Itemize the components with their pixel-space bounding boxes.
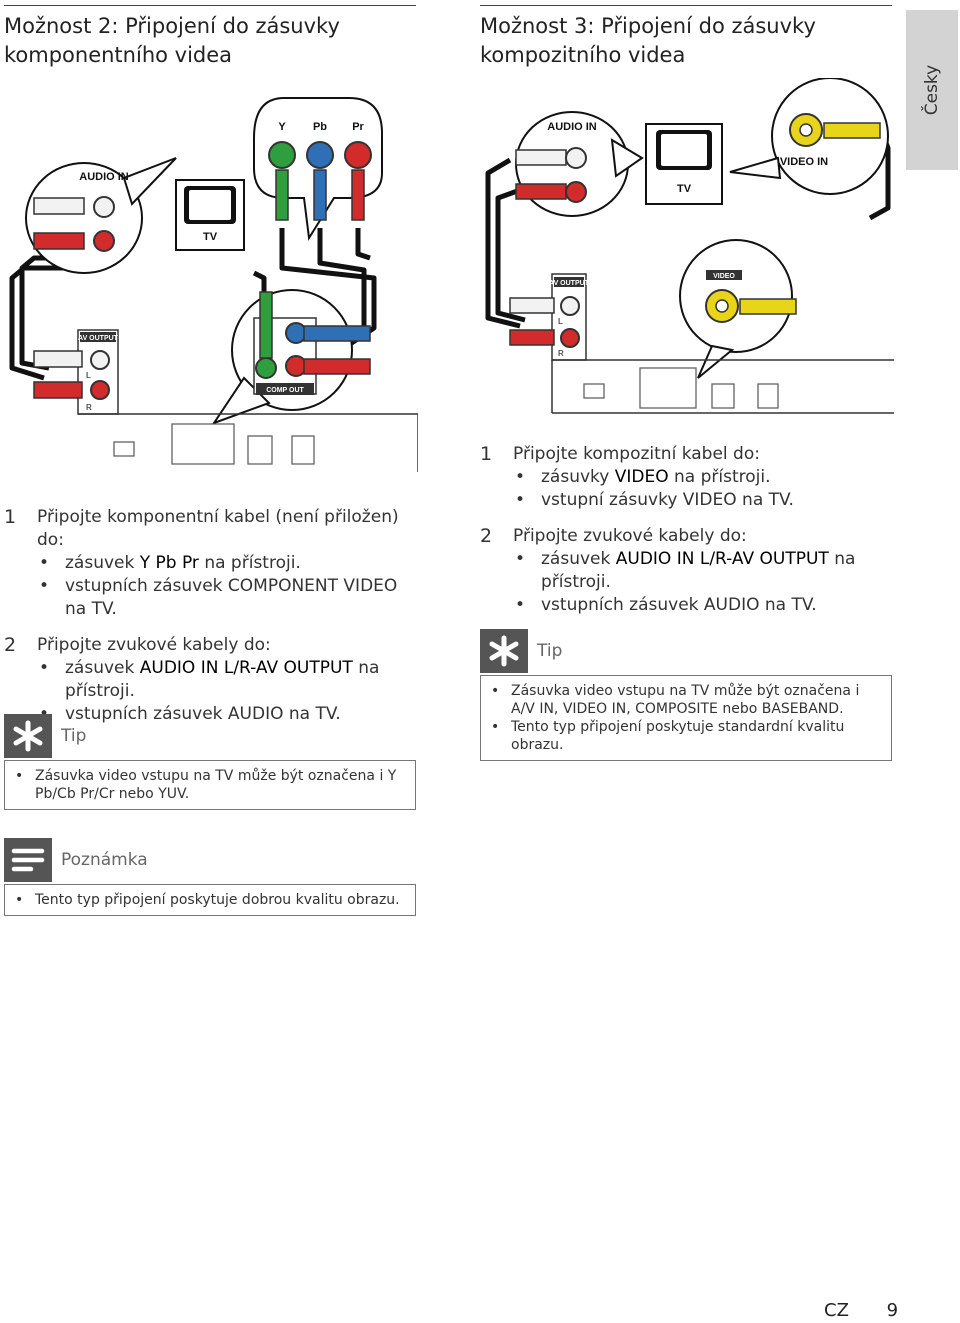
r-label: R: [86, 403, 92, 412]
note-lines-icon: [4, 838, 52, 882]
note-item: Tento typ připojení poskytuje dobrou kva…: [13, 891, 405, 909]
composite-video-diagram: AUDIO IN TV VIDEO IN AV OUTPUT L R: [485, 78, 894, 414]
pr-label: Pr: [352, 121, 364, 133]
left-steps: 1 Připojte komponentní kabel (není přilo…: [4, 506, 416, 739]
page-footer: CZ 9: [824, 1300, 898, 1321]
step: 1 Připojte komponentní kabel (není přilo…: [4, 506, 416, 621]
tv-icon: TV: [175, 179, 245, 251]
asterisk-icon: [4, 714, 52, 758]
step-bullet: vstupních zásuvek AUDIO na TV.: [513, 594, 892, 617]
step-text: Připojte zvukové kabely do:: [37, 635, 271, 655]
tip-body: Zásuvka video vstupu na TV může být ozna…: [4, 760, 416, 810]
step: 1 Připojte kompozitní kabel do: zásuvky …: [480, 443, 892, 512]
tv-label: TV: [203, 231, 218, 243]
language-code: CZ: [824, 1300, 849, 1321]
step: 2 Připojte zvukové kabely do: zásuvek AU…: [480, 525, 892, 617]
step-bullet: zásuvek AUDIO IN L/R-AV OUTPUT na přístr…: [513, 548, 892, 594]
tip-item: Tento typ připojení poskytuje standardní…: [489, 718, 881, 754]
right-steps: 1 Připojte kompozitní kabel do: zásuvky …: [480, 443, 892, 630]
section-composite-video: Možnost 3: Připojení do zásuvky kompozit…: [480, 0, 892, 70]
audio-in-label: AUDIO IN: [79, 171, 129, 183]
tip-label: Tip: [537, 641, 563, 661]
component-bubble: Y Pb Pr: [253, 97, 383, 241]
step-number: 2: [480, 525, 493, 547]
page-number: 9: [886, 1300, 899, 1321]
tv-label: TV: [677, 183, 692, 195]
step-number: 2: [4, 634, 17, 656]
section-rule: [480, 5, 892, 6]
step-number: 1: [4, 506, 17, 528]
av-output-panel: AV OUTPUT L R: [509, 273, 590, 361]
step-text: Připojte kompozitní kabel do:: [513, 444, 760, 464]
tip-label: Tip: [61, 726, 87, 746]
section-component-video: Možnost 2: Připojení do zásuvky komponen…: [4, 0, 416, 70]
av-output-panel: AV OUTPUT L R: [33, 329, 119, 415]
video-in-bubble: VIDEO IN: [729, 78, 889, 195]
step-bullet: zásuvek AUDIO IN L/R-AV OUTPUT na přístr…: [37, 657, 416, 703]
step-bullet: zásuvek Y Pb Pr na přístroji.: [37, 552, 416, 575]
video-label: VIDEO: [713, 273, 735, 280]
audio-in-label: AUDIO IN: [547, 121, 597, 133]
l-label: L: [558, 317, 563, 326]
audio-in-bubble: AUDIO IN: [25, 157, 177, 274]
note-label: Poznámka: [61, 850, 148, 870]
audio-in-bubble: AUDIO IN: [515, 111, 644, 217]
device-back-panel: [78, 413, 418, 472]
note-box: Poznámka Tento typ připojení poskytuje d…: [4, 838, 416, 916]
tip-body: Zásuvka video vstupu na TV může být ozna…: [480, 675, 892, 761]
step-bullet: vstupních zásuvek COMPONENT VIDEO na TV.: [37, 575, 416, 621]
comp-out-label: COMP OUT: [266, 387, 304, 394]
asterisk-icon: [480, 629, 528, 673]
tip-item: Zásuvka video vstupu na TV může být ozna…: [13, 767, 405, 803]
section-rule: [4, 5, 416, 6]
y-label: Y: [278, 121, 286, 133]
note-body: Tento typ připojení poskytuje dobrou kva…: [4, 884, 416, 916]
step: 2 Připojte zvukové kabely do: zásuvek AU…: [4, 634, 416, 726]
tip-box: Tip Zásuvka video vstupu na TV může být …: [480, 629, 892, 761]
step-number: 1: [480, 443, 493, 465]
video-in-label: VIDEO IN: [780, 156, 828, 168]
section-title: Možnost 2: Připojení do zásuvky komponen…: [4, 14, 340, 67]
device-back-panel: [551, 359, 894, 414]
component-video-diagram: AUDIO IN TV Y Pb Pr AV OUTPUT L R: [9, 97, 418, 472]
section-title: Možnost 3: Připojení do zásuvky kompozit…: [480, 14, 816, 67]
tip-item: Zásuvka video vstupu na TV může být ozna…: [489, 682, 881, 718]
av-output-label: AV OUTPUT: [78, 335, 119, 342]
step-bullet: zásuvky VIDEO na přístroji.: [513, 466, 892, 489]
step-text: Připojte komponentní kabel (není přilože…: [37, 507, 399, 550]
tv-icon: TV: [645, 123, 723, 205]
comp-out-bubble: COMP OUT: [211, 289, 371, 425]
tip-box: Tip Zásuvka video vstupu na TV může být …: [4, 714, 416, 810]
r-label: R: [558, 349, 564, 358]
l-label: L: [86, 371, 91, 380]
step-text: Připojte zvukové kabely do:: [513, 526, 747, 546]
pb-label: Pb: [313, 121, 327, 133]
av-output-label: AV OUTPUT: [549, 280, 590, 287]
video-bubble: VIDEO: [679, 239, 797, 379]
language-tab-label: Česky: [922, 64, 942, 116]
step-bullet: vstupní zásuvky VIDEO na TV.: [513, 489, 892, 512]
language-tab: Česky: [906, 10, 958, 170]
